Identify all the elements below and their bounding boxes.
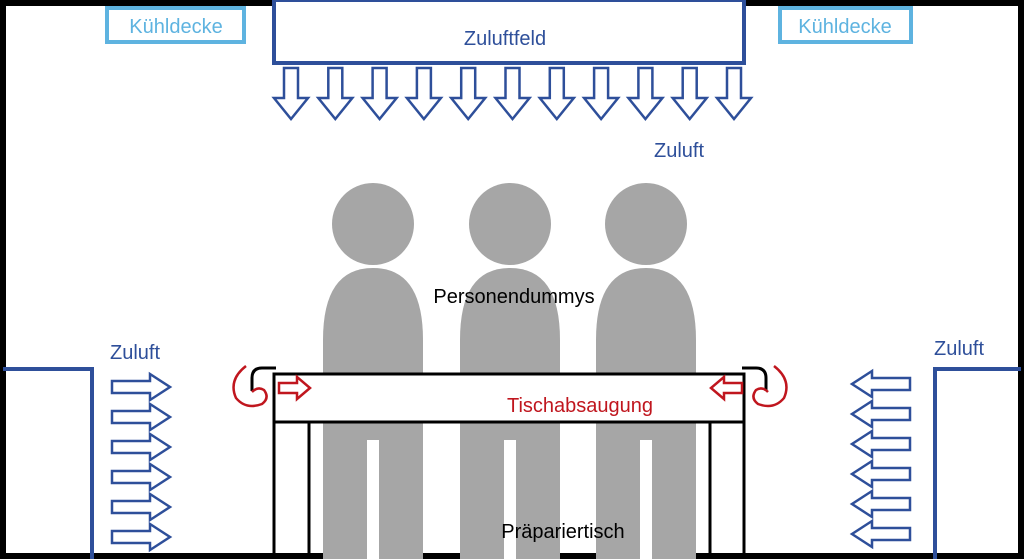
supply-air-left-pointing-arrow	[849, 458, 912, 490]
dissection-table	[250, 366, 768, 559]
supply-air-right-arrows	[849, 368, 912, 550]
supply-air-right-pointing-arrow	[110, 491, 173, 523]
supply-air-down-arrow	[448, 66, 488, 121]
cooling-ceiling-left-box	[105, 6, 246, 44]
supply-air-down-arrow	[537, 66, 577, 121]
supply-air-down-arrows	[271, 66, 754, 121]
supply-air-left-pointing-arrow	[849, 368, 912, 400]
supply-air-down-arrow	[625, 66, 666, 121]
supply-air-down-arrow	[714, 66, 754, 121]
supply-air-down-arrow	[404, 66, 444, 121]
extraction-swirl-right	[752, 365, 788, 408]
supply-air-down-arrow	[359, 66, 400, 121]
supply-air-left-pointing-arrow	[849, 428, 912, 460]
supply-air-right-label: Zuluft	[934, 338, 984, 360]
cooling-ceiling-right-label: Kühldecke	[798, 16, 891, 38]
supply-field-box	[272, 0, 746, 65]
extraction-box	[272, 372, 746, 424]
extraction-flow	[232, 365, 788, 408]
supply-air-right-pointing-arrow	[110, 371, 173, 403]
supply-air-left-pointing-arrow	[849, 488, 912, 520]
supply-air-right-pointing-arrow	[110, 401, 173, 433]
supply-air-right-pointing-arrow	[110, 431, 173, 463]
side-supply-unit-left	[3, 367, 94, 559]
supply-air-left-pointing-arrow	[849, 518, 912, 550]
cooling-ceiling-right-box	[778, 6, 913, 44]
supply-air-right-pointing-arrow	[110, 461, 173, 493]
extraction-swirl-left	[232, 365, 268, 408]
supply-air-down-arrow	[581, 66, 621, 121]
supply-air-left-arrows	[110, 371, 173, 553]
side-supply-unit-right	[933, 367, 1021, 559]
supply-air-left-pointing-arrow	[849, 398, 912, 430]
supply-air-down-arrow	[670, 66, 710, 121]
person-dummies-label: Personendummys	[433, 286, 594, 308]
supply-air-down-arrow	[492, 66, 533, 121]
cooling-ceiling-left-label: Kühldecke	[129, 16, 222, 38]
table-body	[272, 420, 746, 559]
dissection-table-label: Präpariertisch	[501, 521, 624, 543]
table-extraction-label: Tischabsaugung	[507, 395, 653, 417]
supply-air-top-label: Zuluft	[654, 140, 704, 162]
extraction-hook-left	[250, 366, 276, 391]
extraction-arrow-right	[709, 374, 744, 402]
supply-field-label: Zuluftfeld	[464, 28, 546, 50]
supply-air-down-arrow	[315, 66, 355, 121]
extraction-hook-right	[742, 366, 768, 391]
supply-air-down-arrow	[271, 66, 311, 121]
supply-air-right-pointing-arrow	[110, 521, 173, 553]
extraction-arrow-left	[277, 374, 312, 402]
supply-air-left-label: Zuluft	[110, 342, 160, 364]
